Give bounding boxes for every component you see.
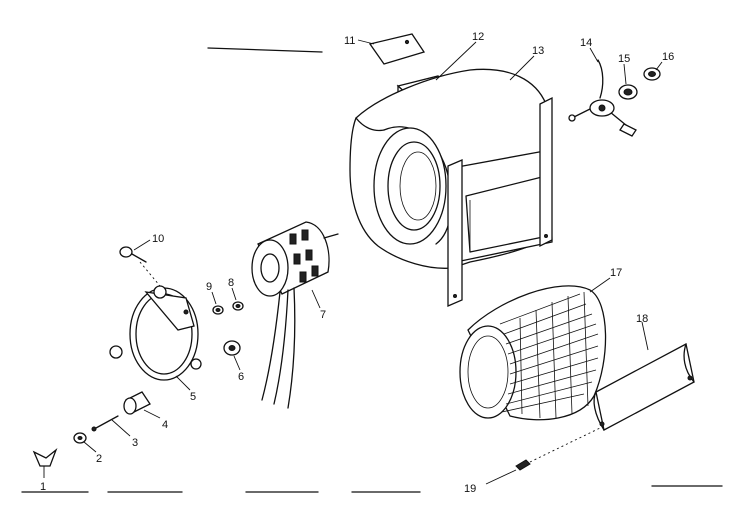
callout-2: 2 [96, 453, 102, 465]
spacer-part [123, 391, 151, 415]
callout-18: 18 [636, 313, 648, 325]
blower-housing-part [349, 68, 553, 307]
callout-6: 6 [238, 371, 244, 383]
callout-7: 7 [320, 309, 326, 321]
cover-plate-part [368, 33, 426, 65]
small-washer-part [73, 432, 87, 444]
callout-3: 3 [132, 437, 138, 449]
blower-wheel-part [459, 285, 607, 421]
callout-8: 8 [228, 277, 234, 289]
nut-part [643, 67, 661, 81]
callout-4: 4 [162, 419, 168, 431]
wing-nut-part [32, 448, 58, 467]
callout-17: 17 [610, 267, 622, 279]
motor-mount-part [568, 59, 637, 137]
callout-1: 1 [40, 481, 46, 493]
callout-19: 19 [464, 483, 476, 495]
shaft-pin-part [91, 415, 119, 432]
band-grommet-part [223, 340, 241, 356]
callout-12: 12 [472, 31, 484, 43]
callout-11: 11 [344, 35, 355, 47]
blower-motor-part [251, 221, 339, 409]
band-nut-part [232, 301, 244, 311]
screw-part [515, 427, 601, 471]
grommet-part [618, 84, 638, 100]
callout-13: 13 [532, 45, 544, 57]
callout-5: 5 [190, 391, 196, 403]
cutoff-plate-part [593, 343, 695, 431]
leader-lines [43, 39, 663, 485]
callout-14: 14 [580, 37, 592, 49]
callout-16: 16 [662, 51, 674, 63]
callout-labels: 1 2 3 4 5 6 7 8 9 10 11 12 13 14 15 16 1… [40, 31, 674, 495]
washer-part [212, 305, 224, 315]
frame-rules [21, 47, 723, 493]
bolt-part [119, 246, 161, 287]
mounting-band-part [109, 285, 202, 381]
callout-15: 15 [618, 53, 630, 65]
callout-9: 9 [206, 281, 212, 293]
callout-10: 10 [152, 233, 164, 245]
